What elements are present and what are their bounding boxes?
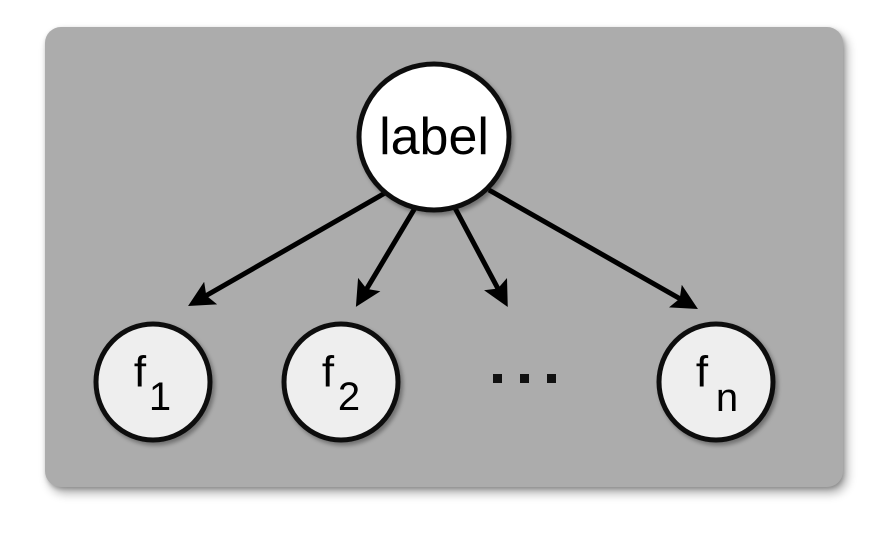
node-fn-base: f [696, 348, 709, 397]
ellipsis-dot-3 [547, 374, 556, 383]
node-fn[interactable]: f n [656, 321, 776, 443]
edge-group [188, 187, 698, 309]
node-fn-circle[interactable] [656, 321, 776, 443]
ellipsis-dot-2 [520, 374, 529, 383]
node-f1[interactable]: f 1 [93, 321, 213, 443]
node-f1-subscript: 1 [149, 375, 171, 419]
node-f1-circle[interactable] [93, 321, 213, 443]
node-label-text: label [379, 108, 489, 166]
edge-label-to-f2 [355, 206, 418, 307]
node-fn-subscript: n [716, 376, 738, 420]
edge-label-to-fn [487, 187, 698, 309]
node-f2[interactable]: f 2 [281, 321, 401, 443]
edge-label-to-ellipsis [452, 206, 508, 308]
ellipsis-group [493, 374, 556, 383]
node-f1-base: f [134, 348, 147, 397]
node-label-circle[interactable] [356, 61, 512, 213]
node-f2-base: f [322, 348, 335, 397]
node-f2-circle[interactable] [281, 321, 401, 443]
edge-label-to-f1 [188, 190, 387, 306]
ellipsis-dot-1 [493, 374, 502, 383]
node-label[interactable]: label [356, 61, 512, 213]
node-f2-subscript: 2 [338, 375, 360, 419]
